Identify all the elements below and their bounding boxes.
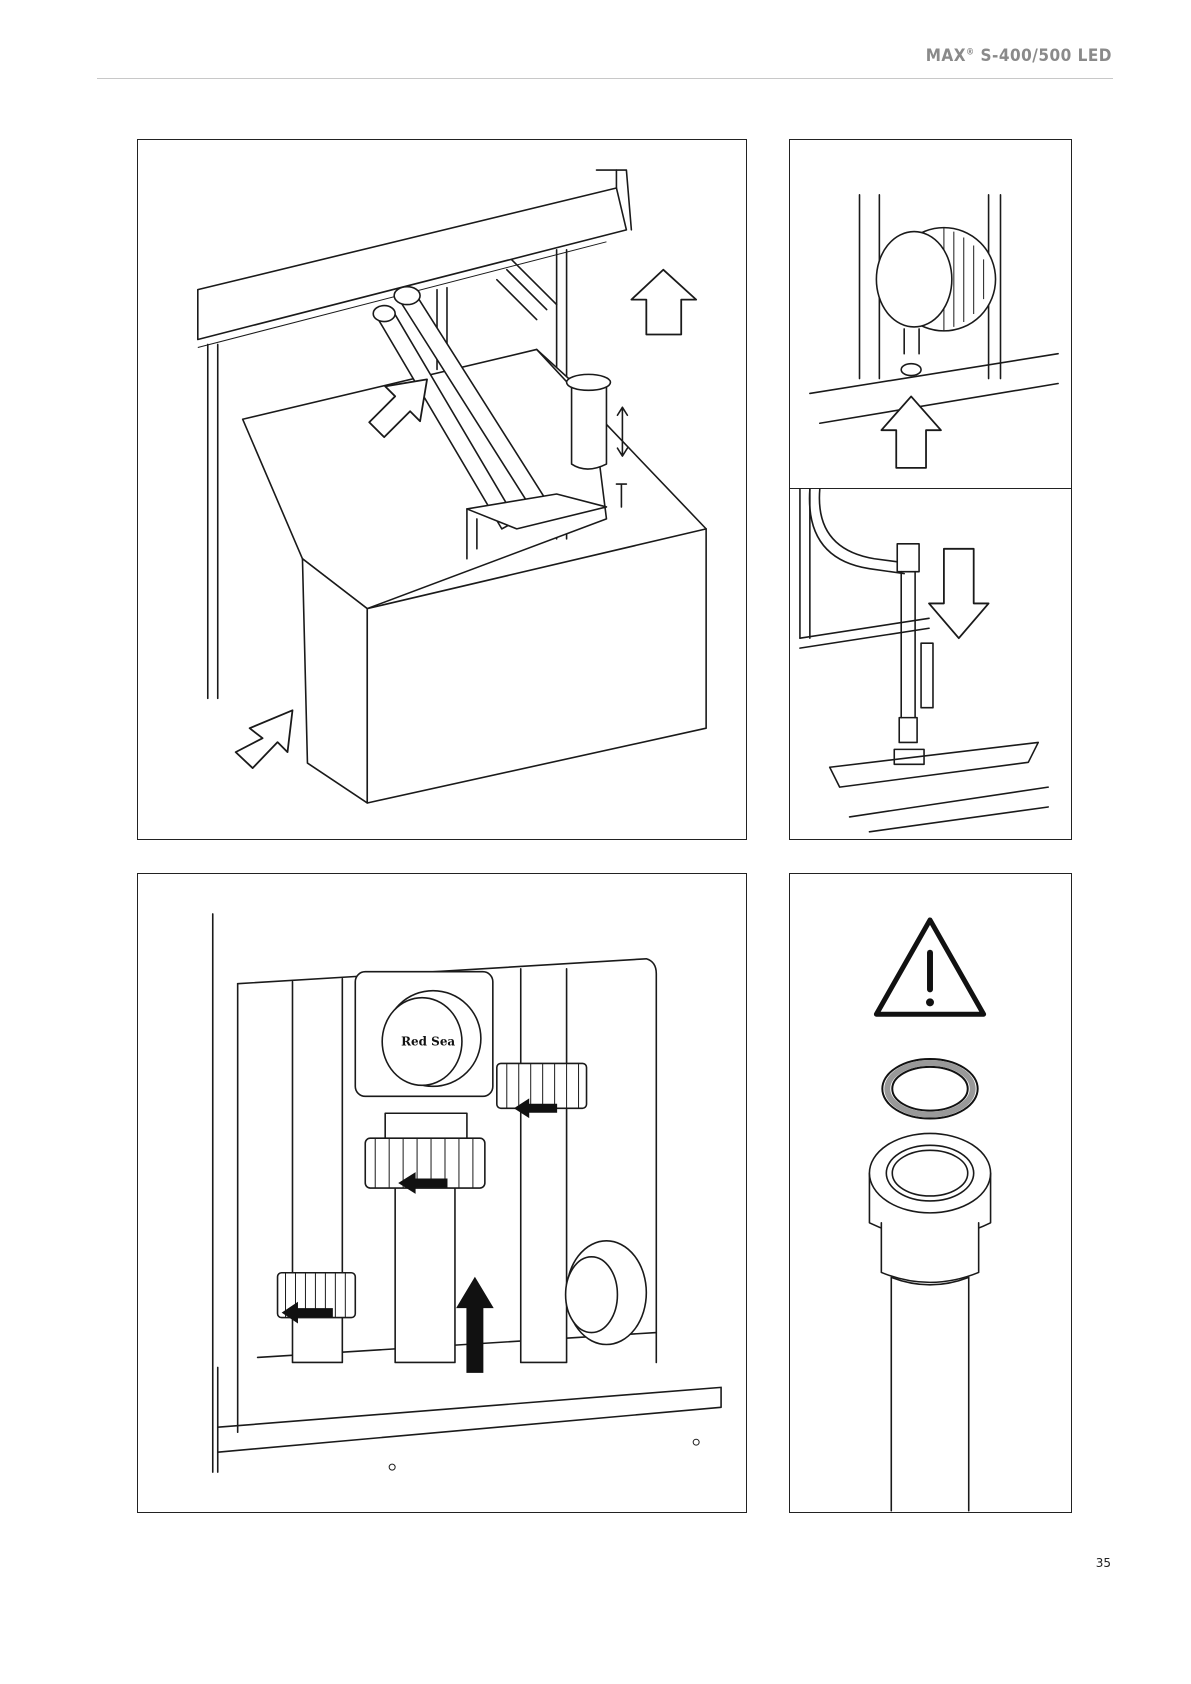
float-sensor-illustration <box>790 489 1071 839</box>
plumbing-union-illustration: Red Sea <box>138 874 746 1512</box>
pipe-fitting <box>869 1133 990 1510</box>
figure-sump-removal <box>137 139 747 840</box>
document-title: MAX® S-400/500 LED <box>926 46 1112 66</box>
o-ring <box>882 1059 977 1119</box>
header-divider <box>97 78 1113 79</box>
figure-float-sensor <box>789 488 1072 840</box>
figure-plumbing-union: Red Sea <box>137 873 747 1513</box>
valve-knob-illustration <box>790 140 1071 488</box>
figure-valve-knob <box>789 139 1072 489</box>
brand-mark: Red Sea <box>401 1034 455 1048</box>
sump-removal-illustration <box>138 140 746 839</box>
page-number: 35 <box>1096 1556 1111 1570</box>
figure-o-ring-warning <box>789 873 1072 1513</box>
warning-icon <box>876 920 983 1014</box>
o-ring-warning-illustration <box>790 874 1071 1512</box>
